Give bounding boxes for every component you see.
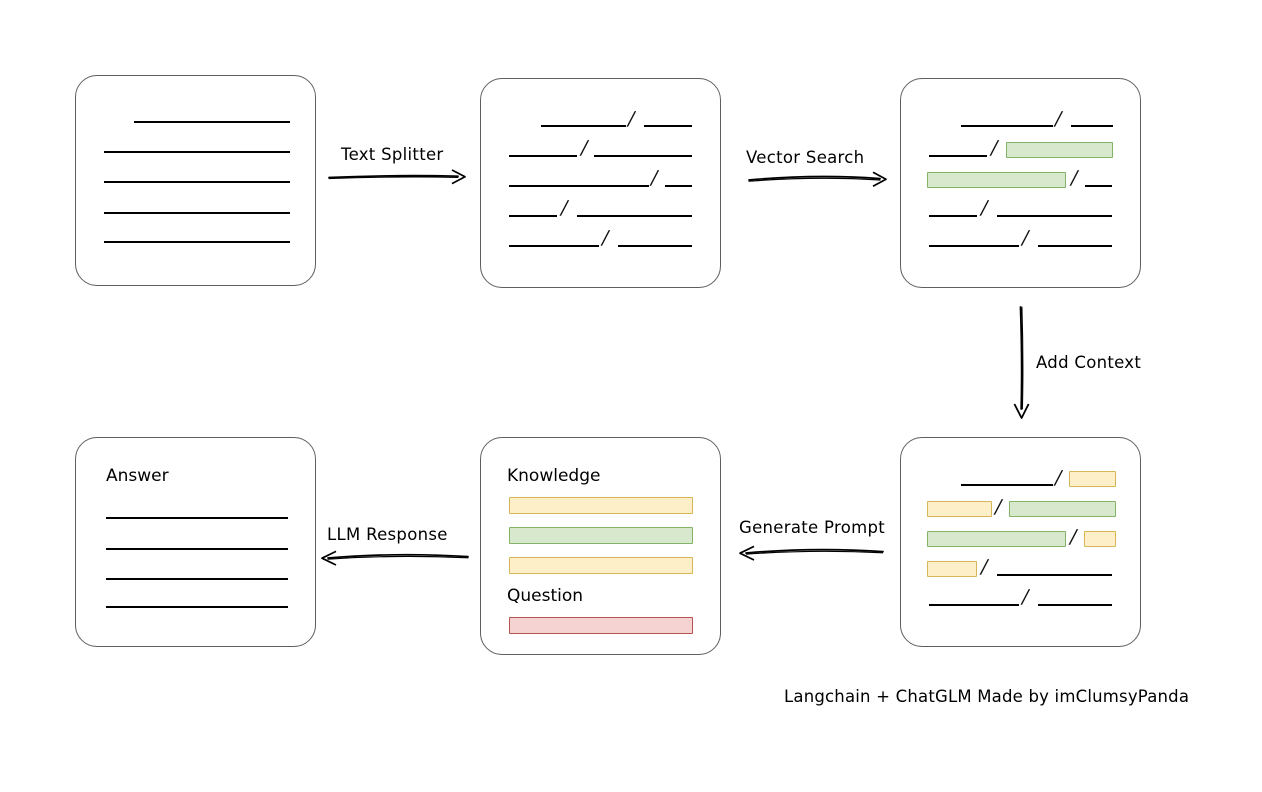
chunk-separator: / — [1068, 167, 1080, 189]
chunk-separator: / — [1019, 586, 1031, 608]
chunk-highlight-green — [1009, 501, 1116, 517]
knowledge-bar-yellow — [509, 497, 693, 514]
chunk-separator: / — [1052, 108, 1064, 130]
document-line — [104, 212, 290, 214]
knowledge-bar-yellow — [509, 557, 693, 574]
chunk-line-right — [594, 155, 692, 157]
arrow-label-add-context: Add Context — [1036, 353, 1142, 372]
chunk-separator: / — [625, 108, 637, 130]
chunk-line-left — [929, 245, 1019, 247]
chunk-highlight-yellow — [1069, 471, 1116, 487]
chunk-line-right — [997, 574, 1112, 576]
answer-heading: Answer — [106, 466, 169, 486]
answer-box[interactable]: Answer — [75, 437, 316, 647]
chunk-line-right — [644, 125, 692, 127]
footer-credit: Langchain + ChatGLM Made by imClumsyPand… — [784, 687, 1190, 706]
chunk-separator: / — [648, 167, 660, 189]
chunk-line-left — [961, 484, 1053, 486]
answer-line — [106, 606, 288, 608]
generate-prompt-arrow-icon — [739, 545, 884, 561]
chunk-highlight-green — [927, 172, 1066, 188]
chunk-line-left — [509, 215, 557, 217]
chunk-line-left — [961, 125, 1053, 127]
chunk-line-left — [929, 155, 987, 157]
add-context-arrow-icon — [1013, 306, 1030, 419]
knowledge-heading: Knowledge — [507, 466, 601, 486]
answer-line — [106, 548, 288, 550]
text-splitter-arrow-icon — [328, 169, 466, 185]
chunk-separator: / — [599, 227, 611, 249]
chunk-highlight-green — [1006, 142, 1113, 158]
chunk-line-right — [1071, 125, 1113, 127]
chunk-highlight-yellow — [927, 561, 977, 577]
arrow-label-llm-response: LLM Response — [327, 525, 448, 544]
generated-prompt-box[interactable]: Knowledge Question — [480, 437, 721, 655]
chunk-highlight-yellow — [1084, 531, 1116, 547]
chunk-line-left — [509, 185, 649, 187]
chunk-line-right — [1038, 245, 1112, 247]
answer-line — [106, 517, 288, 519]
chunk-separator: / — [992, 496, 1004, 518]
knowledge-bar-green — [509, 527, 693, 544]
chunk-line-left — [929, 215, 977, 217]
chunk-line-right — [618, 245, 692, 247]
source-document-box[interactable] — [75, 75, 316, 286]
arrow-label-generate-prompt: Generate Prompt — [739, 518, 885, 537]
chunk-highlight-green — [927, 531, 1066, 547]
chunk-line-left — [509, 155, 577, 157]
chunk-line-right — [577, 215, 692, 217]
context-added-chunks-box[interactable]: / / / / / — [900, 437, 1141, 647]
chunk-separator: / — [558, 197, 570, 219]
chunk-line-right — [1038, 604, 1112, 606]
chunk-separator: / — [1019, 227, 1031, 249]
arrow-label-text-splitter: Text Splitter — [341, 145, 444, 164]
chunk-line-right — [1085, 185, 1112, 187]
chunk-line-left — [509, 245, 599, 247]
document-line — [104, 181, 290, 183]
document-line — [104, 151, 290, 153]
chunk-separator: / — [978, 556, 990, 578]
chunk-line-left — [541, 125, 626, 127]
chunk-separator: / — [578, 137, 590, 159]
document-line — [104, 241, 290, 243]
chunk-separator: / — [988, 137, 1000, 159]
split-chunks-box[interactable]: / / / / / — [480, 78, 721, 288]
chunk-line-left — [929, 604, 1019, 606]
arrow-label-vector-search: Vector Search — [746, 148, 865, 167]
question-heading: Question — [507, 586, 584, 606]
chunk-separator: / — [1052, 467, 1064, 489]
vector-matched-chunks-box[interactable]: / / / / / — [900, 78, 1141, 288]
chunk-line-right — [665, 185, 692, 187]
document-line — [134, 121, 290, 123]
chunk-separator: / — [978, 197, 990, 219]
question-bar-red — [509, 617, 693, 634]
vector-search-arrow-icon — [748, 171, 887, 187]
answer-line — [106, 578, 288, 580]
llm-response-arrow-icon — [321, 550, 469, 566]
chunk-separator: / — [1067, 526, 1079, 548]
chunk-highlight-yellow — [927, 501, 992, 517]
chunk-line-right — [997, 215, 1112, 217]
